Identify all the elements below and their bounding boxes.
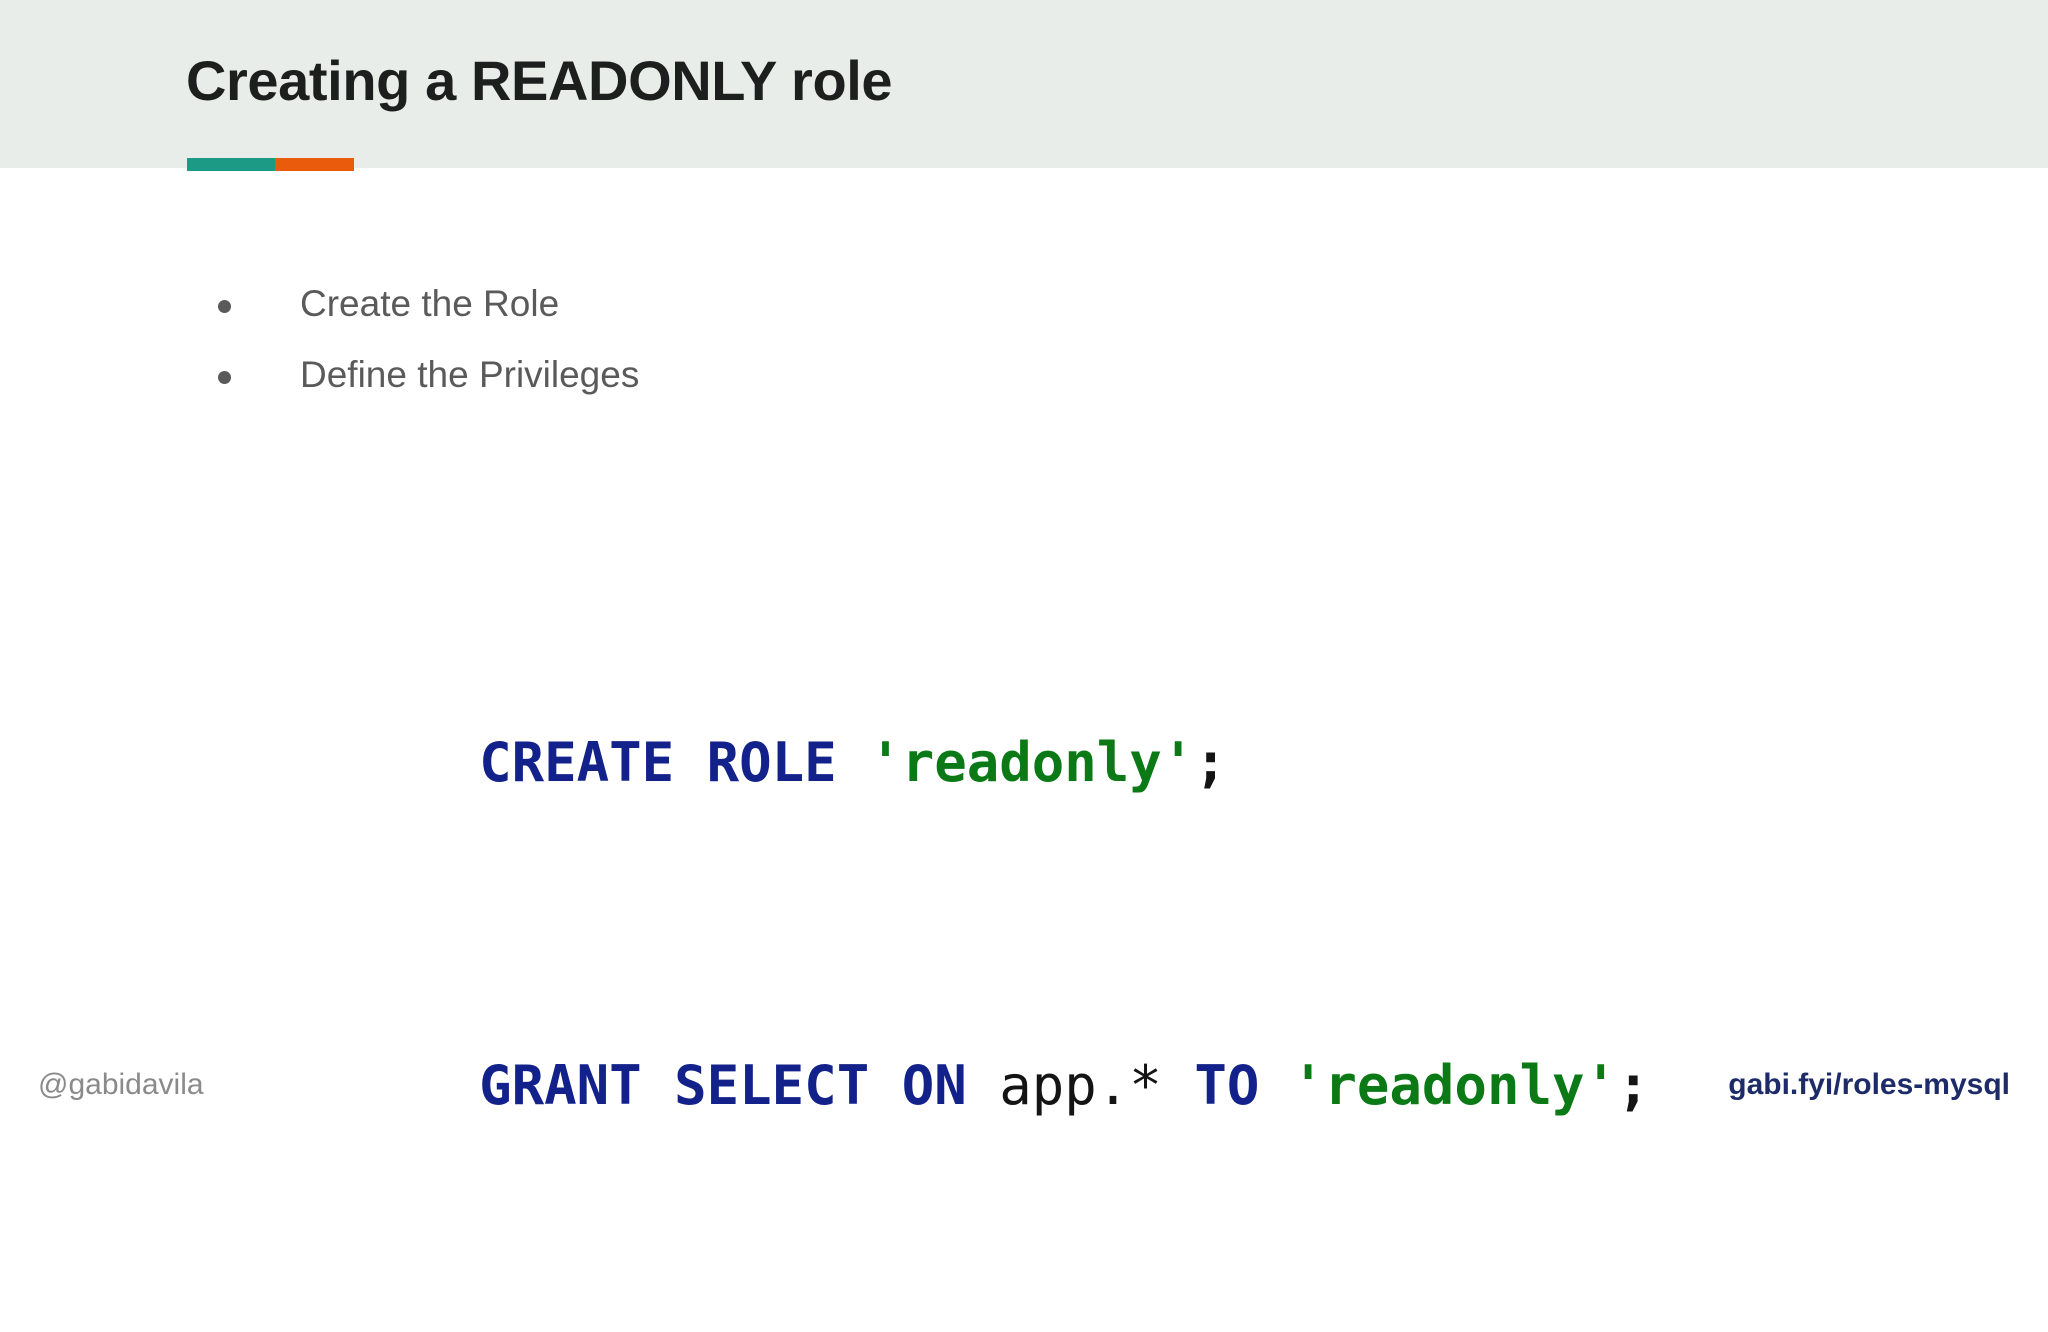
sql-code-block: CREATE ROLE 'readonly'; GRANT SELECT ON … [284,520,1650,1328]
slide-header-band [0,0,2048,168]
code-token-keyword: GRANT SELECT ON [479,1054,1000,1117]
bullet-dot-icon [218,371,231,384]
bullet-dot-icon [218,300,231,313]
code-line: CREATE ROLE 'readonly'; [284,682,1650,843]
code-token-identifier: app.* [999,1054,1195,1117]
code-line: GRANT SELECT ON app.* TO 'readonly'; [284,1005,1650,1166]
code-token-keyword: CREATE ROLE [479,731,870,794]
code-token-string: 'readonly' [869,731,1195,794]
code-token-punct: ; [1616,1054,1650,1117]
code-token-keyword: TO [1194,1054,1292,1117]
accent-bar-teal-segment [187,158,275,171]
footer-social-handle: @gabidavila [38,1068,204,1101]
list-item-label: Create the Role [300,283,560,324]
accent-bar-orange-segment [275,158,354,171]
list-item: Define the Privileges [218,353,639,424]
slide: Creating a READONLY role Create the Role… [0,0,2048,1113]
page-title: Creating a READONLY role [186,49,893,112]
title-accent-bar [187,158,354,171]
list-item: Create the Role [218,282,639,353]
list-item-label: Define the Privileges [300,354,640,395]
code-token-string: 'readonly' [1291,1054,1617,1117]
bullet-list: Create the Role Define the Privileges [218,282,639,424]
code-token-punct: ; [1194,731,1227,794]
footer-url-link[interactable]: gabi.fyi/roles-mysql [1728,1068,2010,1101]
